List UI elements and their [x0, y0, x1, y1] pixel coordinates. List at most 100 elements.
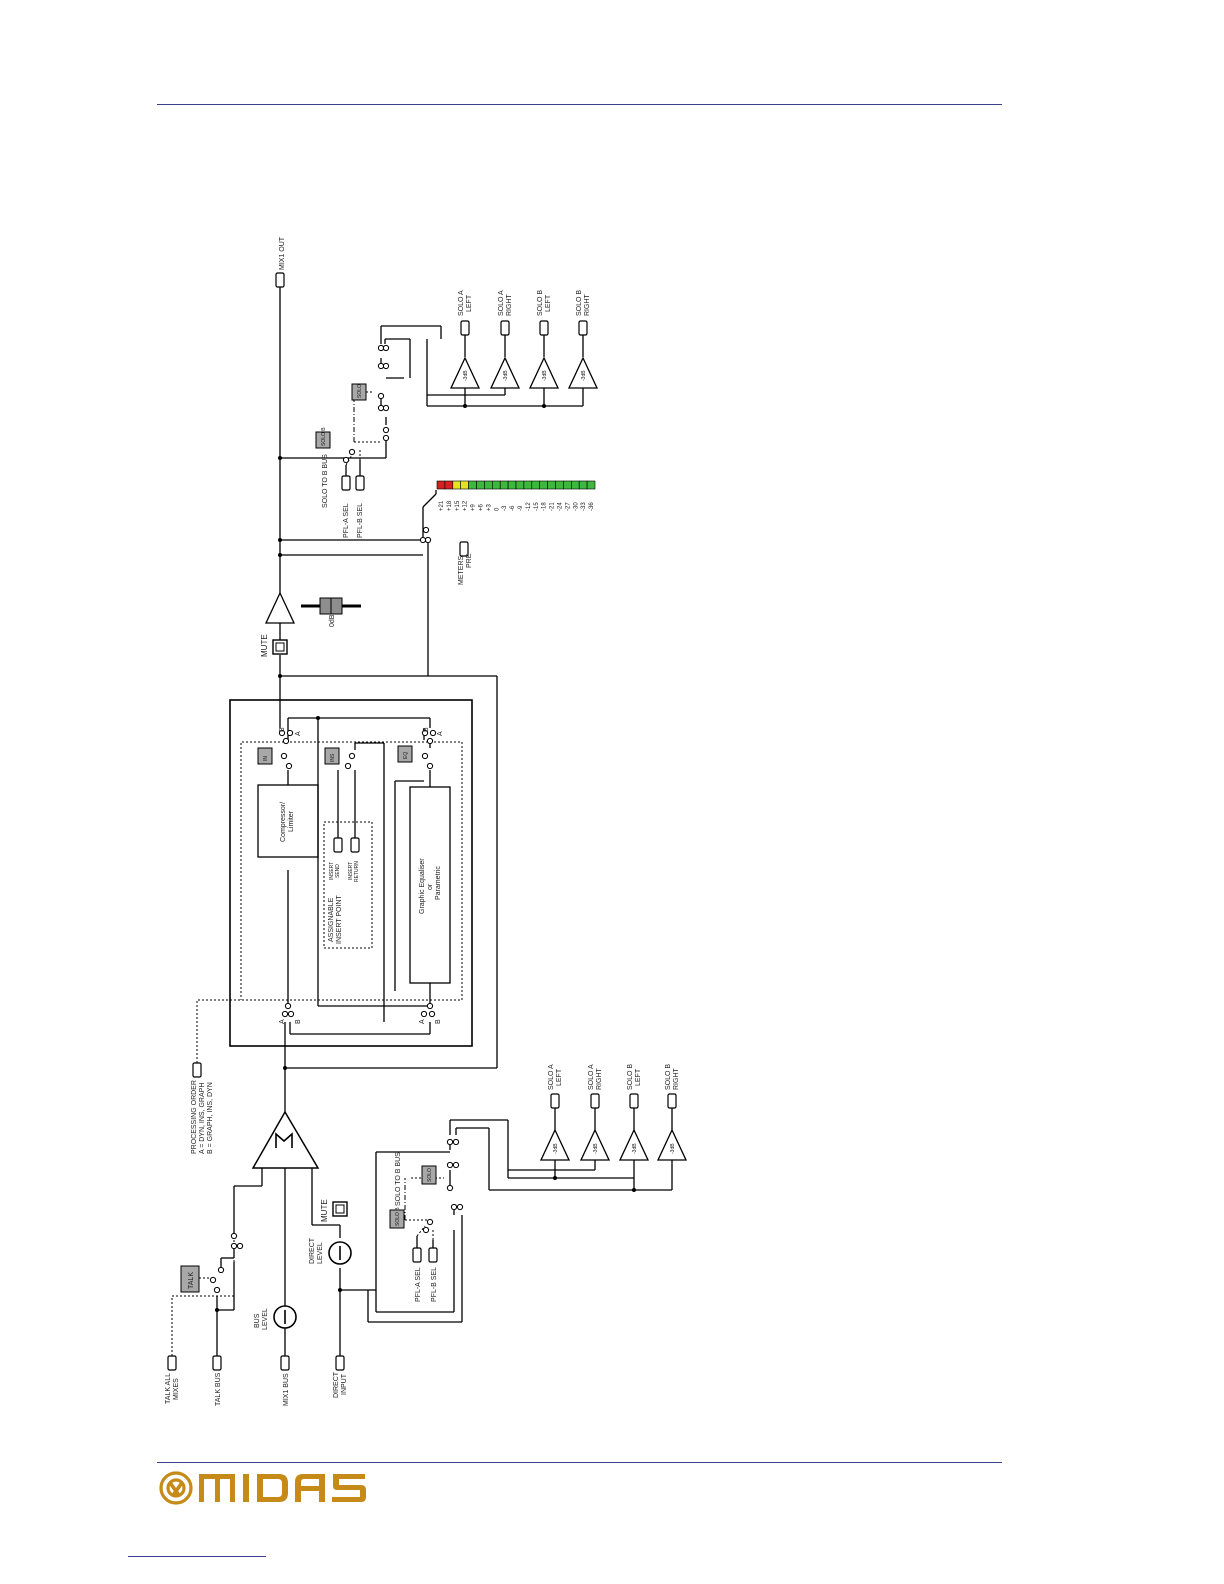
- meter-scale-label: -21: [550, 502, 556, 511]
- talk-all-mixes-label-2: MIXES: [173, 1378, 180, 1400]
- trim-minus3db-1: -3dB: [463, 370, 469, 381]
- ins-button-label: INS: [330, 753, 336, 762]
- insert-return-label-2: RETURN: [354, 861, 360, 882]
- compressor-label-2: Limiter: [288, 810, 295, 832]
- talk-all-mixes-label-1: TALK ALL: [165, 1373, 172, 1404]
- solo-a-right-top-2: RIGHT: [506, 294, 513, 317]
- meter-segment: [531, 480, 540, 490]
- meter-segment: [452, 480, 461, 490]
- solo-a-left-top-2: LEFT: [466, 294, 473, 312]
- trim-minus3db-3: -3dB: [542, 370, 548, 381]
- switch-a-label-1: A: [279, 1019, 286, 1024]
- switch-a-label-4: A: [437, 731, 444, 736]
- talk-bus-label: TALK BUS: [215, 1372, 222, 1406]
- meter-segment: [460, 480, 469, 490]
- solo-b-right-bottom-1: SOLO B: [665, 1064, 672, 1090]
- insert-return-label-1: INSERT: [348, 862, 354, 880]
- switch-b-label-3: B: [279, 727, 286, 732]
- meter-scale-label: +21: [439, 500, 445, 511]
- meter-scale-label: -27: [565, 502, 571, 511]
- meter-segment: [468, 480, 477, 490]
- in-button-label: IN: [263, 756, 269, 761]
- midas-logo: [159, 1471, 366, 1505]
- zero-db-label: 0dB: [329, 614, 336, 627]
- meter-segment: [539, 480, 548, 490]
- meter-segment: [444, 480, 454, 490]
- pfl-a-sel-label: PFL-A SEL: [343, 503, 350, 538]
- solo-b-button-label: SOLO B: [321, 427, 327, 446]
- bus-level-label-2: LEVEL: [262, 1308, 269, 1330]
- footer-rule: [157, 1462, 1002, 1463]
- solo-b-right-bottom-2: RIGHT: [673, 1068, 680, 1091]
- direct-level-label-2: LEVEL: [317, 1242, 324, 1264]
- solo-b-right-top-2: RIGHT: [584, 294, 591, 317]
- meter-segment: [515, 480, 525, 490]
- graphic-eq-label-3: Parametric: [435, 866, 442, 900]
- compressor-label-1: Compressor/: [280, 802, 287, 842]
- insert-send-label-2: SEND: [335, 864, 341, 878]
- meter-segment: [476, 480, 485, 490]
- meter-scale-label: -18: [542, 502, 548, 511]
- meter-scale-label: -15: [534, 502, 540, 511]
- meter-scale-label: -30: [573, 502, 579, 511]
- pfl-a-sel-input-label: PFL-A SEL: [415, 1267, 422, 1302]
- meter-scale-label: +6: [479, 503, 485, 511]
- meter-scale-label: -12: [526, 502, 532, 511]
- level-meter: [436, 480, 596, 490]
- solo-input-button-label: SOLO: [427, 1168, 433, 1182]
- footer-link-underline: [128, 1556, 266, 1557]
- solo-b-input-button-label: SOLO B: [395, 1207, 401, 1226]
- graphic-eq-label-1: Graphic Equaliser: [419, 858, 426, 914]
- meter-scale-label: +18: [447, 500, 453, 511]
- trim-minus3db-8: -3dB: [670, 1143, 676, 1154]
- processing-order-label-1: PROCESSING ORDER: [191, 1080, 198, 1154]
- meters-pre-label-1: METERS: [458, 556, 465, 586]
- solo-to-b-bus-input-label: SOLO TO B BUS: [395, 1152, 402, 1206]
- meter-scale-label: -9: [518, 505, 524, 511]
- mix1-out-label: MIX1 OUT: [279, 236, 286, 270]
- bus-level-label-1: BUS: [254, 1313, 261, 1328]
- solo-to-b-bus-label: SOLO TO B BUS: [322, 454, 329, 508]
- meter-segment: [491, 480, 501, 490]
- trim-minus3db-2: -3dB: [503, 370, 509, 381]
- pfl-b-sel-label: PFL-B SEL: [357, 503, 364, 538]
- solo-a-right-bottom-1: SOLO A: [588, 1064, 595, 1090]
- switch-a-label-2: A: [419, 1019, 426, 1024]
- meters-pre-label-2: PRE: [466, 553, 473, 568]
- meter-scale-label: 0: [494, 507, 500, 511]
- solo-a-left-bottom-2: LEFT: [556, 1068, 563, 1086]
- switch-b-label-2: B: [435, 1019, 442, 1024]
- talk-button-label: TALK: [188, 1272, 195, 1289]
- meter-segment: [547, 480, 556, 490]
- mix1-bus-label: MIX1 BUS: [283, 1373, 290, 1406]
- solo-b-left-top-1: SOLO B: [537, 290, 544, 316]
- assignable-insert-label-2: INSERT POINT: [336, 895, 343, 944]
- mute-output-label: MUTE: [260, 634, 269, 657]
- solo-a-left-top-1: SOLO A: [458, 290, 465, 316]
- meter-segment: [484, 480, 493, 490]
- trim-minus3db-6: -3dB: [593, 1143, 599, 1154]
- meter-segment: [563, 480, 572, 490]
- processing-order-label-2: A = DYN, INS, GRAPH: [199, 1083, 206, 1154]
- trim-minus3db-7: -3dB: [632, 1143, 638, 1154]
- meter-scale-label: +9: [471, 503, 477, 511]
- switch-b-label-1: B: [295, 1019, 302, 1024]
- meter-scale-label: -33: [581, 502, 587, 511]
- trim-minus3db-4: -3dB: [581, 370, 587, 381]
- processing-order-label-3: B = GRAPH, INS, DYN: [207, 1082, 214, 1154]
- mute-input-label: MUTE: [320, 1199, 329, 1222]
- meter-segment: [523, 480, 533, 490]
- solo-b-right-top-1: SOLO B: [576, 290, 583, 316]
- meter-scale-label: -24: [558, 502, 564, 511]
- direct-level-label-1: DIRECT: [309, 1237, 316, 1264]
- solo-button-label: SOLO: [357, 384, 363, 398]
- solo-a-right-bottom-2: RIGHT: [596, 1068, 603, 1091]
- eq-button-label: EQ: [403, 752, 409, 759]
- meter-segment: [570, 480, 580, 490]
- meter-scale-label: +15: [455, 500, 461, 511]
- solo-a-left-bottom-1: SOLO A: [548, 1064, 555, 1090]
- trim-minus3db-5: -3dB: [553, 1143, 559, 1154]
- insert-send-label-1: INSERT: [329, 862, 335, 880]
